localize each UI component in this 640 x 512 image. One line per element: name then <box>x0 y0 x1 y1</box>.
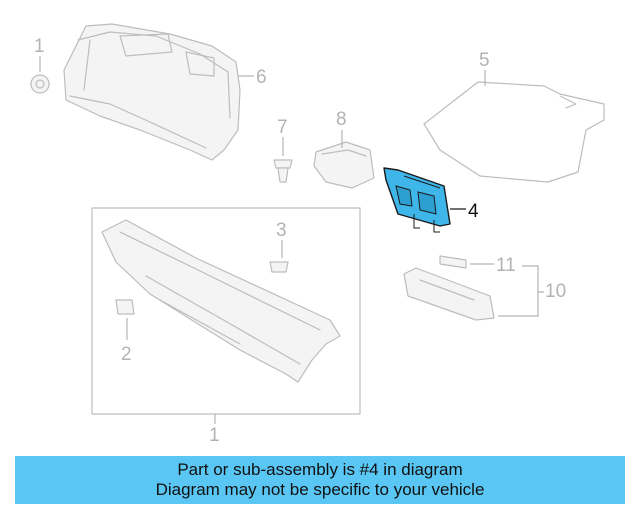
callout-11: 11 <box>496 255 516 276</box>
part-9-grommet[interactable] <box>30 74 50 94</box>
part-1-group-box <box>91 207 361 415</box>
part-5-floor-mat[interactable] <box>423 81 605 183</box>
part-4-bracket[interactable] <box>383 167 451 233</box>
part-6-quarter-trim[interactable] <box>63 23 241 161</box>
callout-5: 5 <box>479 50 490 71</box>
part-2-clip[interactable] <box>115 299 135 315</box>
part-10-lamp[interactable] <box>403 267 495 321</box>
parts-diagram: 1 6 7 8 5 4 <box>30 23 605 446</box>
banner-line-1: Part or sub-assembly is #4 in diagram <box>177 460 463 479</box>
callout-10: 10 <box>545 281 566 302</box>
callout-8: 8 <box>336 109 347 130</box>
callout-4: 4 <box>468 201 479 222</box>
callout-6: 6 <box>256 67 267 88</box>
part-1-rear-trim[interactable] <box>101 219 341 383</box>
part-8-cover[interactable] <box>313 141 375 189</box>
callout-7: 7 <box>277 117 288 138</box>
info-banner: Part or sub-assembly is #4 in diagram Di… <box>15 456 625 504</box>
part-3-pin[interactable] <box>269 261 289 273</box>
callout-9: 1 <box>34 36 45 57</box>
callout-1: 1 <box>209 425 220 446</box>
callout-2: 2 <box>121 344 132 365</box>
banner-line-2: Diagram may not be specific to your vehi… <box>155 480 485 499</box>
leader-10 <box>498 265 544 317</box>
callout-3: 3 <box>276 220 287 241</box>
part-11-bulb[interactable] <box>439 255 467 269</box>
part-7-clip[interactable] <box>273 159 293 183</box>
